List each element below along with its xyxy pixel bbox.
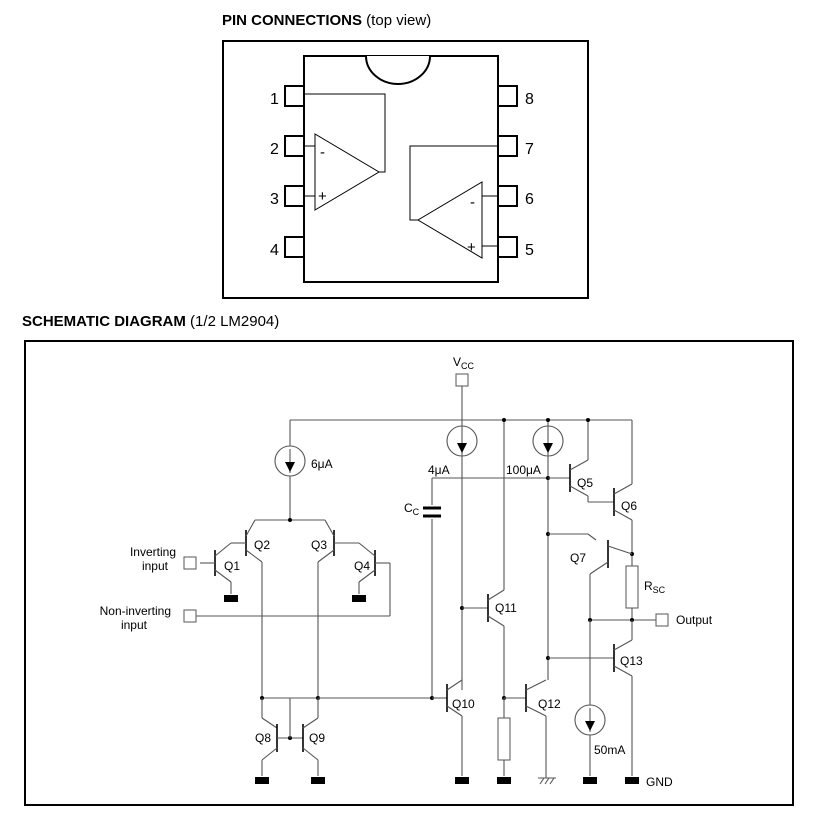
vcc-terminal [455, 373, 469, 387]
q1-label: Q1 [224, 559, 240, 573]
q10-label: Q10 [452, 697, 475, 711]
q8-label: Q8 [255, 731, 271, 745]
current-50ma-label: 50mA [594, 743, 625, 757]
noninverting-input-terminal[interactable] [183, 609, 197, 623]
output-terminal[interactable] [655, 613, 669, 627]
inverting-input-label-1: Inverting [130, 545, 176, 559]
pin-6-label: 6 [525, 191, 534, 208]
q9-label: Q9 [309, 731, 325, 745]
q12-label: Q12 [538, 697, 561, 711]
current-100ua-label: 100μA [506, 463, 541, 477]
q2-label: Q2 [254, 538, 270, 552]
q6-label: Q6 [621, 499, 637, 513]
current-6ua-label: 6μA [311, 457, 333, 471]
pin-connections-title-bold: PIN CONNECTIONS [222, 12, 363, 29]
ground-q1 [224, 595, 238, 602]
ground-q9 [311, 777, 325, 784]
ground-gnd [625, 777, 639, 784]
noninverting-input-label-1: Non-inverting [100, 604, 171, 618]
cc-label: CC [404, 501, 420, 517]
pin-7-label: 7 [525, 141, 534, 158]
schematic-frame [24, 340, 794, 806]
q3-label: Q3 [311, 538, 327, 552]
pin-connections-title: PIN CONNECTIONS (top view) [222, 12, 431, 29]
output-label: Output [676, 613, 713, 627]
rsc-label: RSC [644, 579, 666, 595]
resistor-rsc [625, 565, 639, 609]
ground-q10 [455, 777, 469, 784]
op-amp-a-plus: + [318, 188, 327, 205]
pin-8-label: 8 [525, 91, 534, 108]
pin-3-label: 3 [270, 191, 279, 208]
q4-label: Q4 [354, 559, 370, 573]
schematic-title-bold: SCHEMATIC DIAGRAM [22, 313, 186, 330]
pin-1-label: 1 [270, 91, 279, 108]
q5-label: Q5 [577, 476, 593, 490]
vcc-label: VCC [453, 355, 475, 371]
op-amp-b-plus: + [467, 239, 476, 256]
ground-resistor [497, 777, 511, 784]
q11-label: Q11 [495, 601, 517, 615]
inverting-input-terminal[interactable] [183, 556, 197, 570]
q7-label: Q7 [570, 551, 586, 565]
op-amp-a [304, 93, 386, 211]
ground-q4 [352, 595, 366, 602]
ground-50ma [583, 777, 597, 784]
op-amp-b-minus: - [470, 194, 475, 211]
pin-4-label: 4 [270, 242, 279, 259]
pin-2-label: 2 [270, 141, 279, 158]
pin-connections-title-rest: (top view) [362, 12, 432, 29]
op-amp-b [409, 145, 498, 259]
ground-q8 [255, 777, 269, 784]
noninverting-input-label-2: input [121, 618, 148, 632]
schematic-title: SCHEMATIC DIAGRAM (1/2 LM2904) [22, 313, 279, 330]
op-amp-a-minus: - [320, 144, 325, 161]
pin-connections-frame [222, 40, 589, 299]
q13-label: Q13 [620, 654, 643, 668]
gnd-label: GND [646, 775, 673, 789]
schematic-title-rest: (1/2 LM2904) [185, 313, 280, 330]
pin-5-label: 5 [525, 242, 534, 259]
resistor-q12 [497, 717, 511, 761]
current-4ua-label: 4μA [428, 463, 450, 477]
inverting-input-label-2: input [142, 559, 169, 573]
